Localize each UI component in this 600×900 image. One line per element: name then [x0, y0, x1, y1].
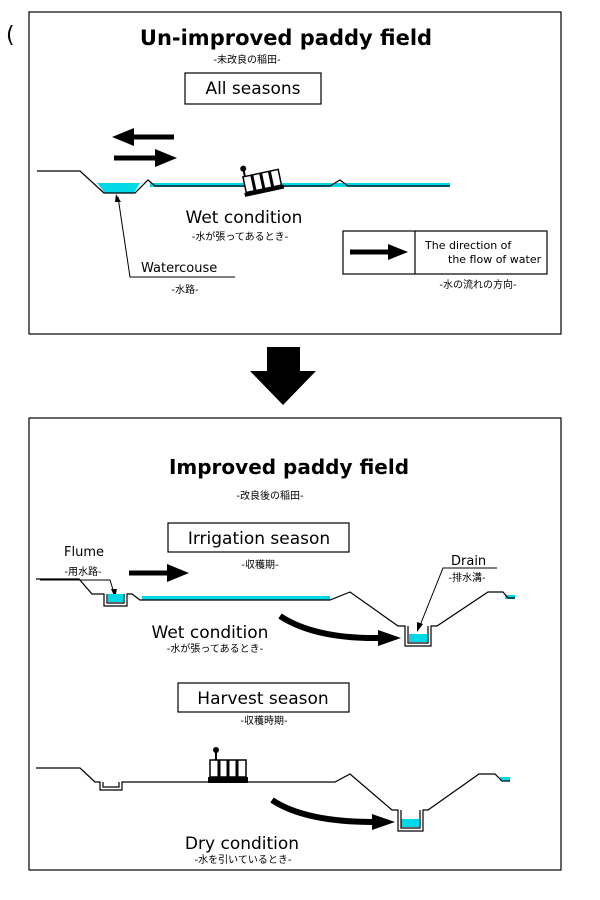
irrigation-season-label: Irrigation season	[188, 529, 330, 549]
watercourse-label: Watercouse	[141, 261, 217, 276]
flow-arrow-left	[112, 128, 174, 146]
drain-water-wet	[409, 634, 427, 642]
drain-label: Drain	[451, 554, 486, 569]
bottom-panel-title-jp: -改良後の稲田-	[236, 489, 304, 502]
top-wet-condition-jp: -水が張ってあるとき-	[192, 230, 289, 243]
irrigation-season-jp: -収穫期-	[241, 559, 279, 571]
bottom-wet-condition-jp: -水が張ってあるとき-	[167, 642, 264, 655]
harvest-season-jp: -収穫時期-	[240, 715, 288, 727]
top-panel-frame	[28, 11, 562, 335]
harvest-field-profile	[36, 767, 510, 832]
irrigation-season-box	[167, 522, 350, 553]
bottom-panel-frame	[28, 417, 562, 871]
irrigation-flow-arrow	[129, 564, 189, 582]
watercourse-pointer	[117, 196, 235, 278]
flow-direction-legend: The direction of the flow of water	[342, 230, 548, 275]
dry-condition-label: Dry condition	[185, 834, 299, 854]
irrigation-field-profile	[36, 578, 515, 647]
top-panel: Un-improved paddy field -未改良の稲田- All sea…	[28, 11, 562, 335]
watercourse-jp: -水路-	[171, 283, 199, 296]
tractor-icon	[240, 165, 285, 197]
drain-pointer	[418, 567, 497, 629]
harvest-season-label: Harvest season	[197, 689, 328, 709]
legend-line-2: the flow of water	[448, 253, 542, 266]
all-seasons-box	[184, 72, 322, 105]
harvest-season-box	[177, 682, 350, 713]
bottom-panel-title: Improved paddy field	[169, 455, 409, 479]
flume-pointer	[40, 579, 115, 594]
bottom-wet-condition-label: Wet condition	[152, 623, 269, 643]
drain-flow-arrow-dry	[270, 797, 375, 825]
harvest-tractor-icon	[208, 747, 248, 783]
drain-flow-arrow-wet	[278, 613, 381, 642]
drain-water-dry	[401, 819, 419, 827]
drain-jp: -排水溝-	[448, 571, 486, 584]
legend-jp: -水の流れの方向-	[439, 278, 517, 291]
bottom-panel: Improved paddy field -改良後の稲田- Irrigation…	[28, 417, 562, 871]
all-seasons-label: All seasons	[205, 79, 300, 99]
flow-arrow-right	[114, 149, 177, 167]
unimproved-field-profile	[37, 170, 450, 194]
top-panel-title-jp: -未改良の稲田-	[213, 53, 281, 66]
flume-jp: -用水路-	[64, 565, 102, 578]
legend-line-1: The direction of	[424, 239, 512, 252]
top-wet-condition-label: Wet condition	[186, 208, 303, 228]
flume-water	[108, 594, 123, 602]
watercourse-water	[97, 183, 140, 193]
stray-mark: (	[6, 23, 15, 48]
transition-down-arrow	[250, 347, 316, 405]
dry-condition-jp: -水を引いているとき-	[195, 854, 292, 866]
flume-label: Flume	[64, 545, 104, 560]
top-panel-title: Un-improved paddy field	[140, 26, 432, 50]
